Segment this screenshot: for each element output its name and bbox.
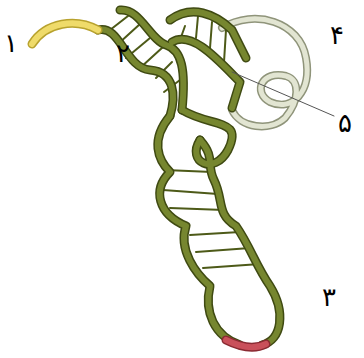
callout-number: ۳ xyxy=(322,284,336,310)
callout-number: ۲ xyxy=(116,40,130,66)
anticodon xyxy=(226,340,266,347)
callout-number: ۱ xyxy=(4,30,18,56)
acceptor-tail-edge xyxy=(32,23,98,44)
leader-line xyxy=(232,72,334,116)
rna-backbone-edge xyxy=(98,10,280,345)
acceptor-tail xyxy=(32,23,98,44)
anticodon-edge xyxy=(226,340,266,347)
callout-number: ۵ xyxy=(338,110,352,136)
callout-number: ۴ xyxy=(330,22,344,48)
rna-backbone xyxy=(98,10,280,345)
